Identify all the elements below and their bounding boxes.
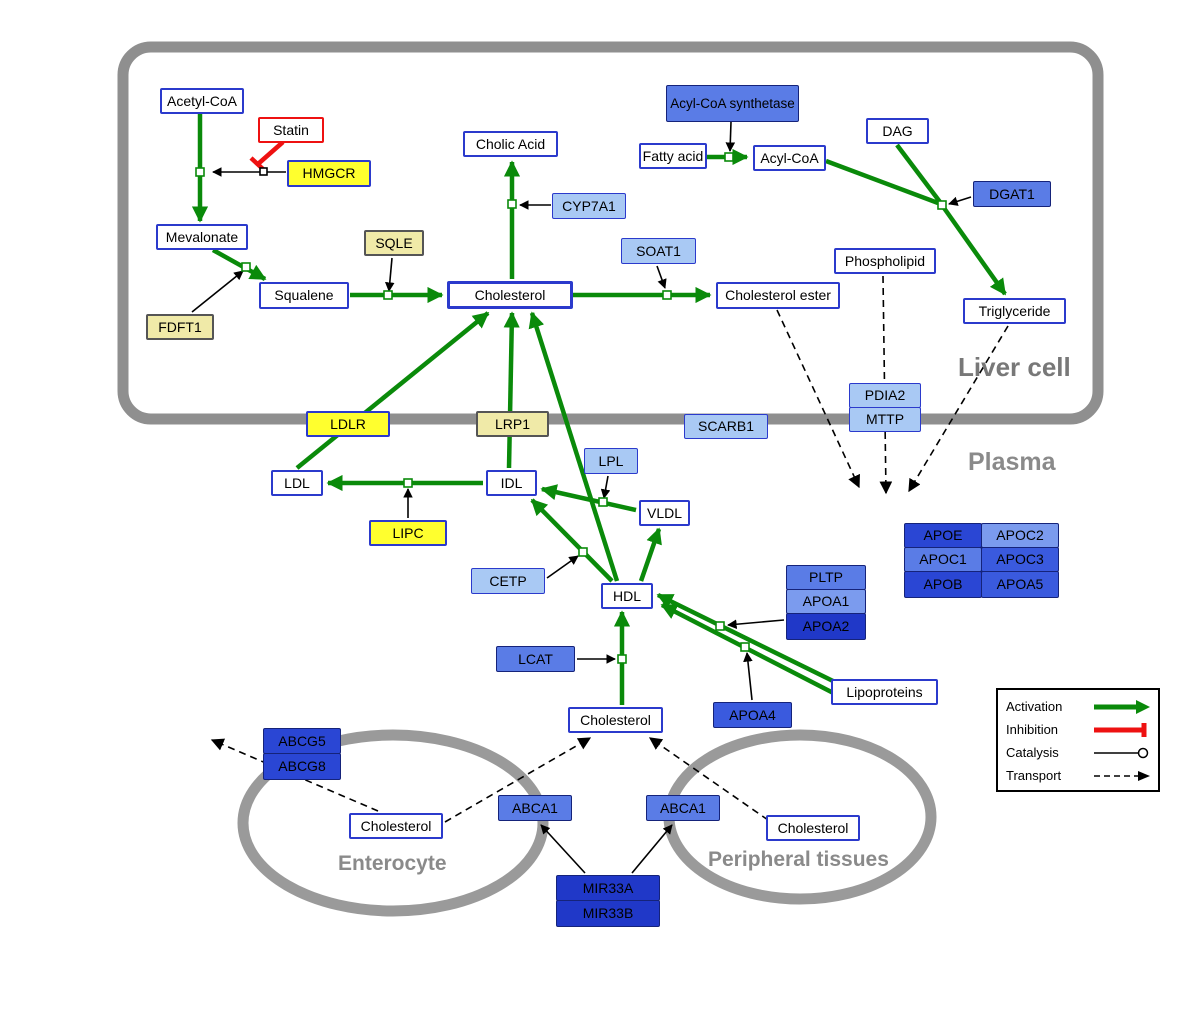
node-soat1[interactable]: SOAT1 [621, 238, 696, 264]
node-apoc2[interactable]: APOC2 [981, 523, 1059, 548]
legend-inhibition-label: Inhibition [1006, 722, 1059, 737]
node-mir33a[interactable]: MIR33A [556, 875, 660, 901]
enterocyte-label: Enterocyte [338, 852, 447, 875]
catalysis-edges [191, 121, 972, 874]
node-lpl[interactable]: LPL [584, 448, 638, 474]
node-statin[interactable]: Statin [258, 117, 324, 143]
node-apoc3[interactable]: APOC3 [981, 547, 1059, 572]
inhibition-edge [249, 140, 285, 172]
node-fdft1[interactable]: FDFT1 [146, 314, 214, 340]
node-cholesterol-enterocyte[interactable]: Cholesterol [349, 813, 443, 839]
node-ldl[interactable]: LDL [271, 470, 323, 496]
node-mevalonate[interactable]: Mevalonate [156, 224, 248, 250]
node-dgat1[interactable]: DGAT1 [973, 181, 1051, 207]
node-cetp[interactable]: CETP [471, 568, 545, 594]
legend-activation-label: Activation [1006, 699, 1063, 714]
node-lcat[interactable]: LCAT [496, 646, 575, 672]
node-dag[interactable]: DAG [866, 118, 929, 144]
node-lrp1[interactable]: LRP1 [476, 411, 549, 437]
node-ldlr[interactable]: LDLR [306, 411, 390, 437]
node-pltp[interactable]: PLTP [786, 565, 866, 590]
node-hdl[interactable]: HDL [601, 583, 653, 609]
node-cholesterol-peripheral[interactable]: Cholesterol [766, 815, 860, 841]
node-cholic-acid[interactable]: Cholic Acid [463, 131, 558, 157]
node-abcg8[interactable]: ABCG8 [263, 753, 341, 780]
peripheral-tissues-label: Peripheral tissues [708, 848, 889, 871]
node-apoa4[interactable]: APOA4 [713, 702, 792, 728]
legend: Activation Inhibition Catalysis Transpor… [996, 688, 1160, 792]
node-cholesterol-liver[interactable]: Cholesterol [447, 281, 573, 309]
node-apoa1[interactable]: APOA1 [786, 589, 866, 614]
node-acyl-coa-synthetase[interactable]: Acyl-CoA synthetase [666, 85, 799, 122]
node-abca1-right[interactable]: ABCA1 [646, 795, 720, 821]
node-cholesterol-plasma[interactable]: Cholesterol [568, 707, 663, 733]
legend-transport-label: Transport [1006, 768, 1062, 783]
node-vldl[interactable]: VLDL [639, 500, 690, 526]
node-acetyl-coa[interactable]: Acetyl-CoA [160, 88, 244, 114]
node-sqle[interactable]: SQLE [364, 230, 424, 256]
plasma-label: Plasma [968, 448, 1056, 476]
node-phospholipid[interactable]: Phospholipid [834, 248, 936, 274]
reaction-nodes [195, 152, 947, 664]
legend-catalysis-label: Catalysis [1006, 745, 1059, 760]
enterocyte-membrane [237, 729, 549, 917]
node-lipoproteins[interactable]: Lipoproteins [831, 679, 938, 705]
node-pdia2[interactable]: PDIA2 [849, 383, 921, 408]
liver-cell-membrane [117, 41, 1104, 425]
inhibition-tbar-glyph [1094, 722, 1147, 737]
node-apoa5[interactable]: APOA5 [981, 571, 1059, 598]
node-lipc[interactable]: LIPC [369, 520, 447, 546]
node-apob[interactable]: APOB [904, 571, 982, 598]
node-abcg5[interactable]: ABCG5 [263, 728, 341, 754]
node-apoe[interactable]: APOE [904, 523, 982, 548]
node-scarb1[interactable]: SCARB1 [684, 414, 768, 439]
liver-cell-label: Liver cell [958, 352, 1071, 382]
compartment-shapes [117, 41, 1104, 917]
node-cholesterol-ester[interactable]: Cholesterol ester [716, 282, 840, 309]
node-mir33b[interactable]: MIR33B [556, 900, 660, 927]
node-apoc1[interactable]: APOC1 [904, 547, 982, 572]
transport-arrow-glyph [1094, 770, 1150, 781]
node-abca1-left[interactable]: ABCA1 [498, 795, 572, 821]
node-acyl-coa[interactable]: Acyl-CoA [753, 145, 826, 171]
node-mttp[interactable]: MTTP [849, 407, 921, 432]
node-apoa2[interactable]: APOA2 [786, 613, 866, 640]
node-triglyceride[interactable]: Triglyceride [963, 298, 1066, 324]
node-cyp7a1[interactable]: CYP7A1 [552, 193, 626, 219]
node-squalene[interactable]: Squalene [259, 282, 349, 309]
catalysis-circle-glyph [1094, 747, 1149, 758]
node-hmgcr[interactable]: HMGCR [287, 160, 371, 187]
node-fatty-acid[interactable]: Fatty acid [639, 143, 707, 169]
activation-arrow-glyph [1094, 699, 1150, 714]
node-idl[interactable]: IDL [486, 470, 537, 496]
